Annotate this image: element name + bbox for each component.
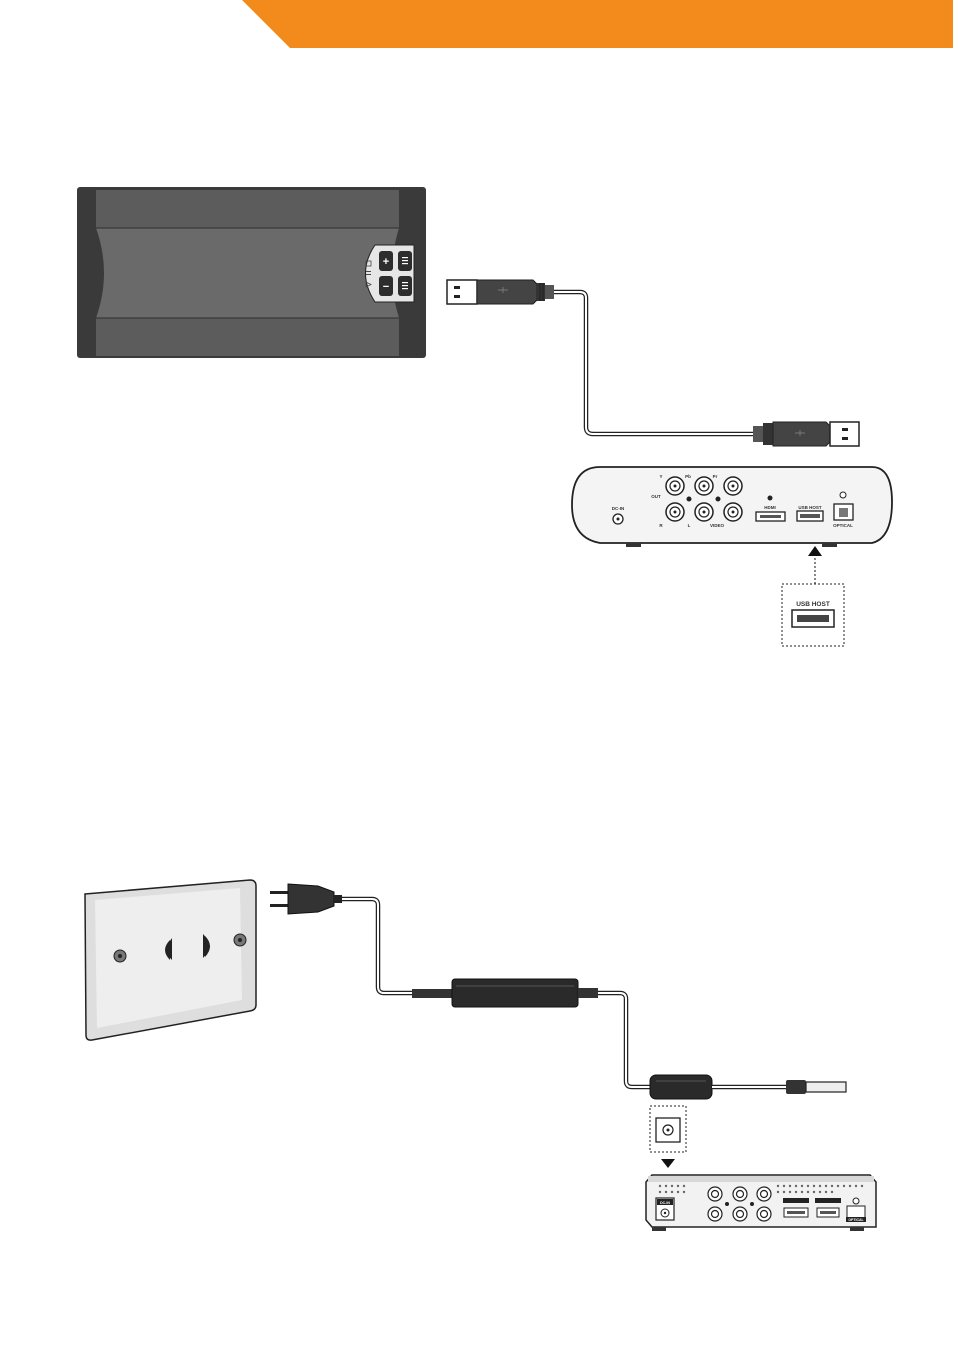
media-player-rear-bottom: DC-IN OPTICAL <box>646 1175 876 1231</box>
usb-cable <box>553 292 755 434</box>
dc-in-callout <box>650 1106 686 1152</box>
dc-plug <box>650 1075 846 1099</box>
dc-cable <box>598 993 650 1087</box>
y-label: Y <box>659 474 662 479</box>
dc-in-arrow <box>661 1159 675 1168</box>
usb-plug-left <box>447 280 554 304</box>
header-banner <box>242 0 953 48</box>
l-label: L <box>688 523 691 528</box>
optical-label: OPTICAL <box>833 523 853 528</box>
media-player-rear: DC-IN OUT Y Pb Pr <box>572 467 892 547</box>
external-hard-drive: + − <box>77 187 426 358</box>
usb-host-label: USB HOST <box>798 505 822 510</box>
power-plug <box>270 884 342 914</box>
dc-in-port <box>613 514 623 524</box>
power-adapter <box>412 979 598 1007</box>
dc-in-label: DC-IN <box>612 506 625 511</box>
hdmi-label: HDMI <box>764 505 776 510</box>
optical-port <box>834 504 853 520</box>
usb-host-port <box>797 511 823 521</box>
hdmi-port <box>756 512 785 521</box>
callout-usb-host-label: USB HOST <box>796 601 830 608</box>
bottom-optical-label: OPTICAL <box>848 1218 864 1222</box>
usb-connection-diagram: + − <box>77 187 892 646</box>
pr-label: Pr <box>713 474 718 479</box>
usb-plug-right <box>753 422 859 446</box>
pb-label: Pb <box>685 474 691 479</box>
usb-host-callout: USB HOST <box>782 584 844 646</box>
power-connection-diagram: DC-IN OPTICAL <box>85 880 876 1231</box>
video-label: VIDEO <box>710 523 725 528</box>
drive-plus-button: + <box>383 256 389 268</box>
wall-outlet <box>85 880 256 1040</box>
drive-minus-button: − <box>383 281 389 293</box>
out-label: OUT <box>651 494 661 499</box>
usb-host-callout-arrow <box>808 546 822 584</box>
bottom-dc-in-label: DC-IN <box>660 1201 670 1205</box>
